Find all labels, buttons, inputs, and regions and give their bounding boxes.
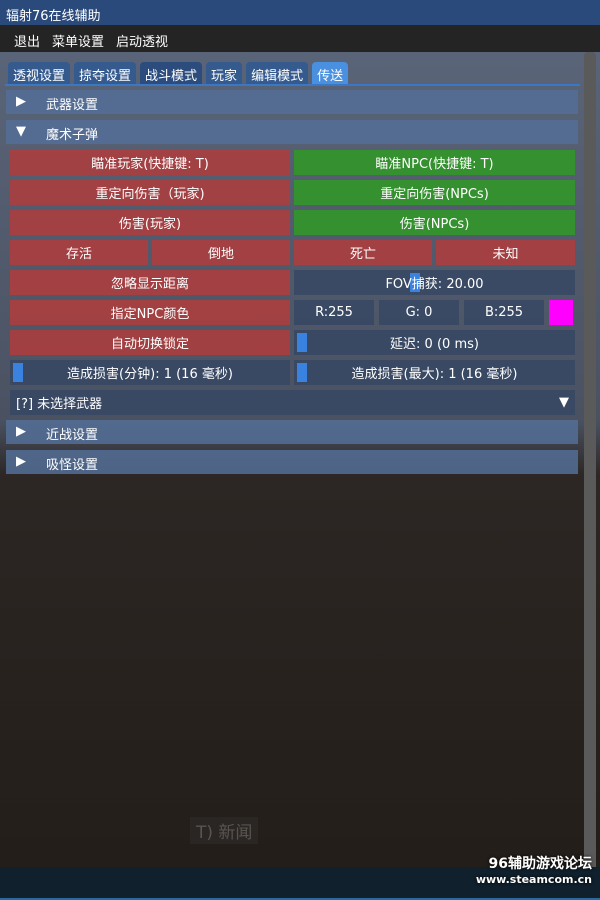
ignore-distance-button[interactable]: 忽略显示距离: [10, 270, 290, 295]
slider-knob[interactable]: [297, 333, 307, 352]
slider-knob[interactable]: [297, 363, 307, 382]
tab-underline: [5, 84, 580, 86]
section-melee[interactable]: ▶近战设置: [6, 420, 578, 444]
arrow-right-icon: ▶: [16, 94, 26, 109]
arrow-down-icon: ▼: [16, 124, 26, 139]
delay-slider[interactable]: 延迟: 0 (0 ms): [294, 330, 575, 355]
window-title: 辐射76在线辅助: [0, 0, 600, 25]
bottom-bar: [0, 867, 600, 900]
tab-player[interactable]: 玩家: [206, 62, 243, 84]
npc-color-button[interactable]: 指定NPC颜色: [10, 300, 290, 325]
aim-player-button[interactable]: 瞄准玩家(快捷键: T): [10, 150, 290, 175]
color-r-input[interactable]: R:255: [294, 300, 374, 325]
tab-bar: 透视设置 掠夺设置 战斗模式 玩家 编辑模式 传送: [8, 62, 349, 84]
tab-esp[interactable]: 透视设置: [8, 62, 71, 84]
weapon-select-dropdown[interactable]: [?] 未选择武器▼: [10, 390, 575, 415]
unknown-button[interactable]: 未知: [436, 240, 575, 265]
downed-button[interactable]: 倒地: [152, 240, 290, 265]
color-g-input[interactable]: G: 0: [379, 300, 459, 325]
section-weapon[interactable]: ▶武器设置: [6, 90, 578, 114]
damage-max-slider[interactable]: 造成损害(最大): 1 (16 毫秒): [294, 360, 575, 385]
background-news-text: T) 新闻: [190, 817, 259, 844]
auto-switch-lock-button[interactable]: 自动切换锁定: [10, 330, 290, 355]
chevron-down-icon: ▼: [559, 395, 569, 410]
watermark: 96辅助游戏论坛 www.steamcom.cn: [475, 856, 592, 886]
slider-knob[interactable]: [13, 363, 23, 382]
tab-loot[interactable]: 掠夺设置: [74, 62, 137, 84]
fov-slider[interactable]: FOV捕获: 20.00: [294, 270, 575, 295]
menu-settings[interactable]: 菜单设置: [52, 35, 105, 50]
arrow-right-icon: ▶: [16, 424, 26, 439]
redirect-npc-button[interactable]: 重定向伤害(NPCs): [294, 180, 575, 205]
tab-teleport[interactable]: 传送: [312, 62, 349, 84]
menu-start-esp[interactable]: 启动透视: [116, 35, 169, 50]
slider-knob[interactable]: [410, 273, 420, 292]
alive-button[interactable]: 存活: [10, 240, 148, 265]
redirect-player-button[interactable]: 重定向伤害（玩家): [10, 180, 290, 205]
aim-npc-button[interactable]: 瞄准NPC(快捷键: T): [294, 150, 575, 175]
damage-npc-button[interactable]: 伤害(NPCs): [294, 210, 575, 235]
section-vacuum[interactable]: ▶吸怪设置: [6, 450, 578, 474]
damage-player-button[interactable]: 伤害(玩家): [10, 210, 290, 235]
color-b-input[interactable]: B:255: [464, 300, 544, 325]
scrollbar[interactable]: [584, 52, 596, 888]
menu-bar: 退出 菜单设置 启动透视: [0, 25, 600, 52]
section-magic-bullet[interactable]: ▼魔术子弹: [6, 120, 578, 144]
tab-combat[interactable]: 战斗模式: [140, 62, 203, 84]
tab-edit[interactable]: 编辑模式: [246, 62, 309, 84]
damage-min-slider[interactable]: 造成损害(分钟): 1 (16 毫秒): [10, 360, 290, 385]
dead-button[interactable]: 死亡: [294, 240, 432, 265]
menu-exit[interactable]: 退出: [14, 35, 41, 50]
color-swatch[interactable]: [549, 300, 573, 325]
arrow-right-icon: ▶: [16, 454, 26, 469]
